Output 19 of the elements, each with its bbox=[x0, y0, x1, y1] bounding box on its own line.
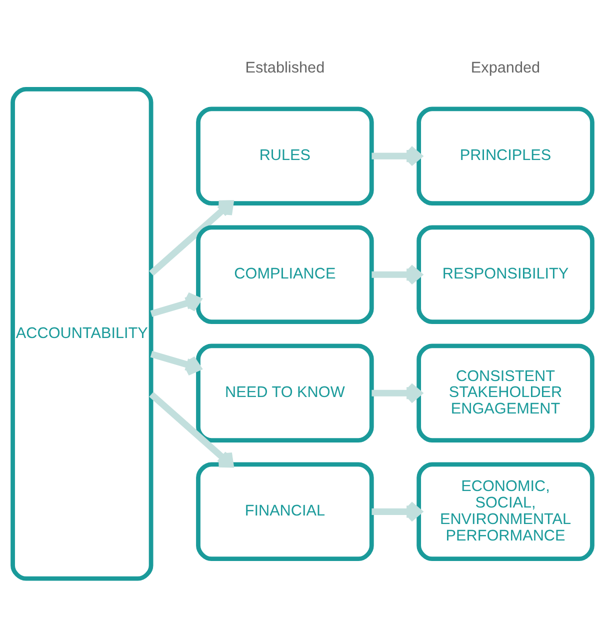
arrow bbox=[149, 391, 234, 468]
node-box: NEED TO KNOW bbox=[196, 343, 374, 442]
arrow bbox=[372, 382, 422, 404]
node-box: PRINCIPLES bbox=[416, 106, 594, 205]
node-box: ACCOUNTABILITY bbox=[10, 86, 154, 580]
arrow bbox=[372, 144, 422, 166]
node-box: RULES bbox=[196, 106, 374, 205]
arrow bbox=[150, 350, 202, 376]
arrow bbox=[149, 200, 234, 276]
node-box: COMPLIANCE bbox=[196, 224, 374, 324]
node-box: RESPONSIBILITY bbox=[416, 224, 594, 324]
arrow bbox=[372, 500, 422, 522]
label: Expanded bbox=[470, 58, 540, 76]
node-box: FINANCIAL bbox=[196, 462, 374, 561]
node-box: CONSISTENT STAKEHOLDER ENGAGEMENT bbox=[416, 343, 594, 442]
arrow bbox=[372, 263, 422, 285]
label: Established bbox=[245, 58, 325, 76]
node-box: ECONOMIC, SOCIAL, ENVIRONMENTAL PERFORMANCE bbox=[416, 462, 594, 561]
arrow bbox=[150, 292, 202, 316]
